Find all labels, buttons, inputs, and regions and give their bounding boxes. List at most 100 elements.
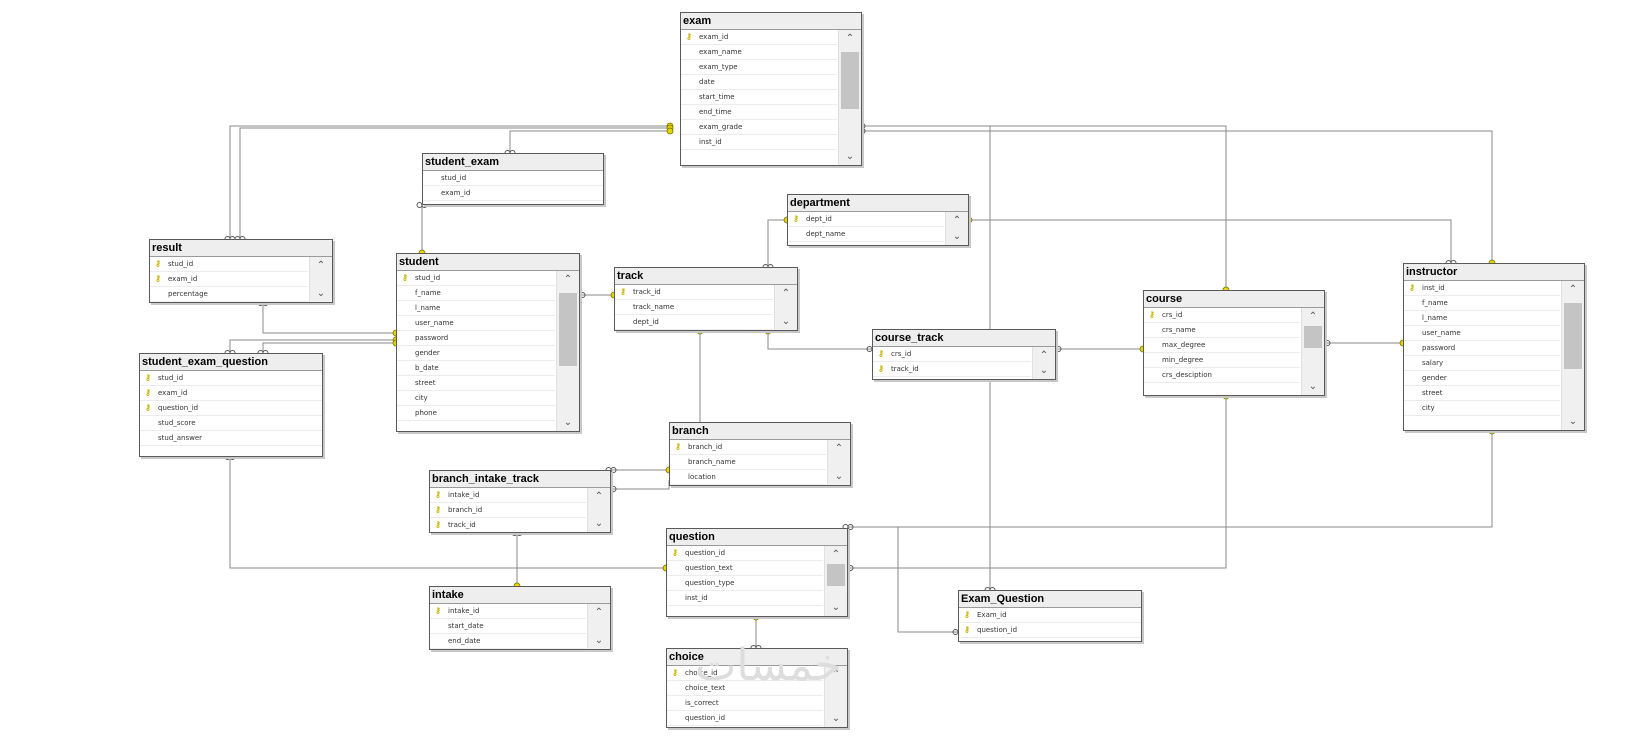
- column-row[interactable]: ⚷stud_id: [140, 371, 322, 386]
- chevron-up-icon[interactable]: ⌃: [781, 288, 791, 299]
- column-row[interactable]: question_id: [667, 711, 823, 726]
- column-row[interactable]: max_degree: [1144, 338, 1300, 353]
- column-row[interactable]: gender: [397, 346, 555, 361]
- column-row[interactable]: city: [397, 391, 555, 406]
- relationship-line[interactable]: [262, 342, 396, 353]
- table-title[interactable]: branch_intake_track: [430, 471, 610, 488]
- column-row[interactable]: ⚷track_id: [430, 518, 586, 532]
- scrollbar-thumb[interactable]: [559, 293, 577, 366]
- relationship-line[interactable]: [229, 125, 670, 239]
- table-title[interactable]: choice: [667, 649, 847, 666]
- column-row[interactable]: crs_desciption: [1144, 368, 1300, 383]
- scrollbar[interactable]: ⌃⌄: [824, 546, 847, 616]
- scrollbar[interactable]: ⌃⌄: [556, 271, 579, 431]
- relationship-line[interactable]: [239, 127, 670, 239]
- column-row[interactable]: end_time: [681, 105, 837, 120]
- scrollbar[interactable]: ⌃⌄: [1561, 281, 1584, 430]
- column-row[interactable]: inst_id: [667, 591, 823, 606]
- chevron-up-icon[interactable]: ⌃: [845, 33, 855, 44]
- table-title[interactable]: department: [788, 195, 968, 212]
- chevron-up-icon[interactable]: ⌃: [1568, 284, 1578, 295]
- relationship-line[interactable]: [860, 125, 1227, 290]
- table-title[interactable]: intake: [430, 587, 610, 604]
- column-row[interactable]: ⚷exam_id: [140, 386, 322, 401]
- chevron-up-icon[interactable]: ⌃: [1308, 311, 1318, 322]
- column-row[interactable]: street: [1404, 386, 1560, 401]
- column-row[interactable]: date: [681, 75, 837, 90]
- relationship-line[interactable]: [611, 480, 670, 490]
- scrollbar[interactable]: ⌃⌄: [587, 604, 610, 649]
- column-row[interactable]: percentage: [150, 287, 308, 302]
- column-row[interactable]: city: [1404, 401, 1560, 416]
- scrollbar-thumb[interactable]: [1304, 326, 1322, 348]
- chevron-down-icon[interactable]: ⌄: [1308, 381, 1318, 392]
- column-row[interactable]: salary: [1404, 356, 1560, 371]
- column-row[interactable]: phone: [397, 406, 555, 421]
- scrollbar[interactable]: ⌃⌄: [1032, 347, 1055, 379]
- relationship-line[interactable]: [767, 331, 872, 350]
- table-title[interactable]: track: [615, 268, 797, 285]
- scrollbar-thumb[interactable]: [841, 52, 859, 109]
- relationship-line[interactable]: [860, 130, 1493, 263]
- scrollbar[interactable]: ⌃⌄: [827, 440, 850, 485]
- table-title[interactable]: student_exam: [423, 154, 603, 171]
- table-course-track[interactable]: course_track⚷crs_id⚷track_id⌃⌄: [872, 329, 1056, 380]
- chevron-up-icon[interactable]: ⌃: [316, 260, 326, 271]
- column-row[interactable]: l_name: [1404, 311, 1560, 326]
- table-title[interactable]: student: [397, 254, 579, 271]
- column-row[interactable]: ⚷exam_id: [150, 272, 308, 287]
- column-row[interactable]: location: [670, 470, 826, 485]
- chevron-down-icon[interactable]: ⌄: [594, 635, 604, 646]
- column-row[interactable]: choice_text: [667, 681, 823, 696]
- column-row[interactable]: stud_id: [423, 171, 603, 186]
- column-row[interactable]: start_time: [681, 90, 837, 105]
- column-row[interactable]: branch_name: [670, 455, 826, 470]
- column-row[interactable]: ⚷intake_id: [430, 488, 586, 503]
- column-row[interactable]: is_correct: [667, 696, 823, 711]
- column-row[interactable]: ⚷dept_id: [788, 212, 944, 227]
- chevron-down-icon[interactable]: ⌄: [563, 417, 573, 428]
- table-title[interactable]: course_track: [873, 330, 1055, 347]
- table-exam-question[interactable]: Exam_Question⚷Exam_id⚷question_id: [958, 590, 1142, 642]
- column-row[interactable]: f_name: [1404, 296, 1560, 311]
- column-row[interactable]: track_name: [615, 300, 773, 315]
- chevron-up-icon[interactable]: ⌃: [563, 274, 573, 285]
- column-row[interactable]: end_date: [430, 634, 586, 649]
- column-row[interactable]: exam_name: [681, 45, 837, 60]
- column-row[interactable]: l_name: [397, 301, 555, 316]
- relationship-line[interactable]: [229, 339, 396, 353]
- column-row[interactable]: user_name: [397, 316, 555, 331]
- column-row[interactable]: b_date: [397, 361, 555, 376]
- table-title[interactable]: result: [150, 240, 332, 257]
- chevron-up-icon[interactable]: ⌃: [831, 549, 841, 560]
- chevron-up-icon[interactable]: ⌃: [1039, 350, 1049, 361]
- column-row[interactable]: dept_id: [615, 315, 773, 330]
- chevron-up-icon[interactable]: ⌃: [834, 443, 844, 454]
- scrollbar[interactable]: ⌃⌄: [824, 666, 847, 727]
- column-row[interactable]: ⚷branch_id: [430, 503, 586, 518]
- column-row[interactable]: start_date: [430, 619, 586, 634]
- table-title[interactable]: branch: [670, 423, 850, 440]
- scrollbar[interactable]: ⌃⌄: [1301, 308, 1324, 395]
- column-row[interactable]: gender: [1404, 371, 1560, 386]
- column-row[interactable]: stud_answer: [140, 431, 322, 446]
- column-row[interactable]: question_type: [667, 576, 823, 591]
- column-row[interactable]: password: [397, 331, 555, 346]
- scrollbar-thumb[interactable]: [1564, 303, 1582, 369]
- column-row[interactable]: ⚷inst_id: [1404, 281, 1560, 296]
- scrollbar[interactable]: ⌃⌄: [587, 488, 610, 532]
- scrollbar[interactable]: ⌃⌄: [774, 285, 797, 330]
- relationship-line[interactable]: [848, 431, 1493, 528]
- chevron-down-icon[interactable]: ⌄: [831, 602, 841, 613]
- table-title[interactable]: exam: [681, 13, 861, 30]
